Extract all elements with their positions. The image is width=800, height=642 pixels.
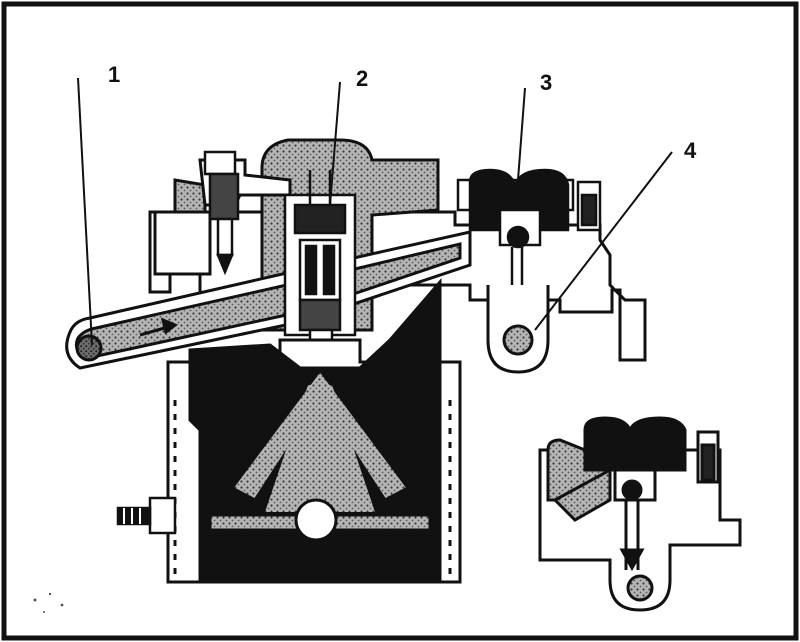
leader-line-4	[534, 151, 673, 331]
callout-3: 3	[540, 70, 552, 95]
leader-line-2	[329, 81, 341, 206]
diaphragm-valve	[456, 168, 602, 328]
drain-fitting	[116, 496, 177, 535]
leader-line-1	[77, 77, 93, 346]
callout-2: 2	[356, 66, 368, 91]
callout-4: 4	[684, 138, 697, 163]
callout-1: 1	[108, 62, 120, 87]
intake-channel	[65, 230, 472, 370]
cold-start-valve	[203, 150, 240, 276]
leader-lines	[77, 77, 673, 346]
scan-specks	[33, 592, 64, 613]
combustion-chamber	[166, 277, 462, 584]
injector-body	[283, 170, 357, 372]
float-bowl	[486, 285, 550, 374]
inset-detail	[538, 416, 742, 612]
leader-line-3	[517, 87, 526, 181]
